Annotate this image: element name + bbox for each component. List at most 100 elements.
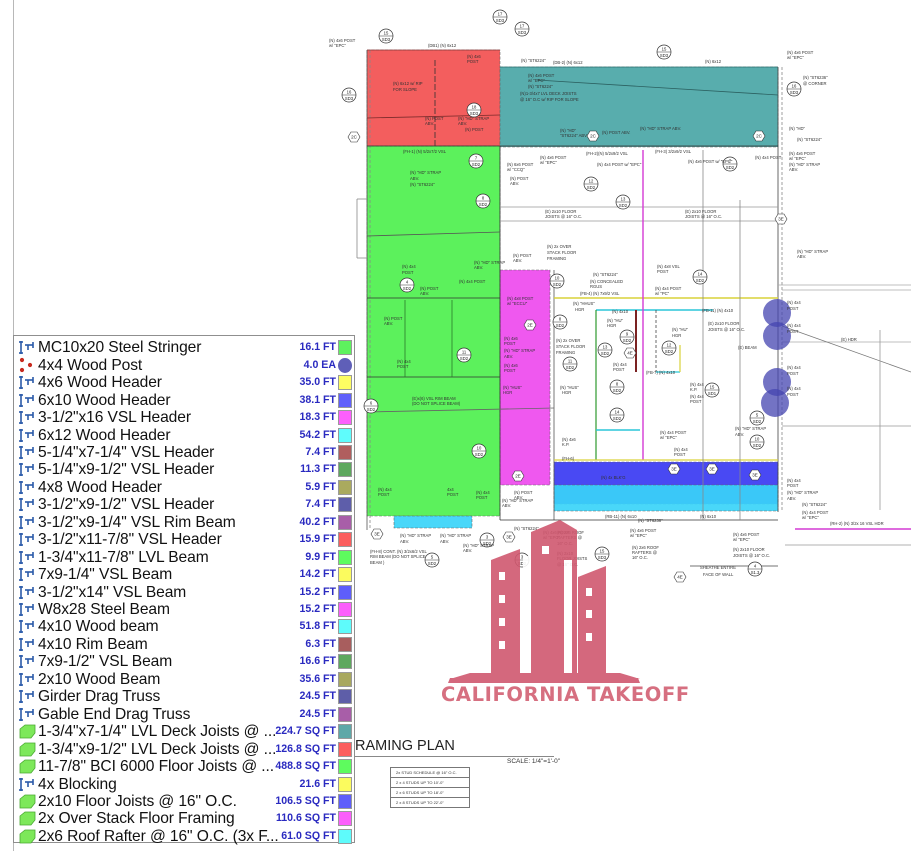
wood-post-count-marker[interactable] (763, 322, 791, 350)
legend-color-swatch[interactable] (338, 410, 352, 426)
plan-annotation-text: (N) 4x4 POST (802, 510, 829, 515)
legend-color-swatch[interactable] (338, 340, 352, 356)
legend-color-swatch[interactable] (338, 671, 352, 687)
over-stack-area[interactable] (499, 269, 551, 486)
svg-text:S1.3: S1.3 (751, 570, 760, 575)
legend-color-swatch[interactable] (338, 724, 352, 740)
legend-color-swatch[interactable] (338, 567, 352, 583)
wood-post-count-marker[interactable] (763, 299, 791, 327)
legend-color-swatch[interactable] (338, 444, 352, 460)
legend-color-swatch[interactable] (338, 811, 352, 827)
svg-text:8: 8 (616, 382, 619, 387)
legend-color-swatch[interactable] (338, 793, 352, 809)
wood-post-count-marker[interactable] (761, 389, 789, 417)
legend-color-swatch[interactable] (338, 357, 352, 373)
svg-text:SD2: SD2 (518, 561, 527, 566)
legend-color-swatch[interactable] (338, 689, 352, 705)
legend-item[interactable]: 11-7/8" BCI 6000 Floor Joists @ ...488.8… (14, 758, 354, 776)
legend-item[interactable]: 2x10 Floor Joists @ 16" O.C.106.5 SQ FT (14, 793, 354, 811)
svg-text:18: 18 (472, 105, 477, 110)
plan-annotation-text: (N) "HD" STRAP (474, 260, 505, 265)
legend-color-swatch[interactable] (338, 619, 352, 635)
roof-rafter-area-2[interactable] (393, 515, 473, 529)
legend-color-swatch[interactable] (338, 828, 352, 844)
legend-item[interactable]: 1-3/4"x9-1/2" LVL Deck Joists @ ...126.8… (14, 740, 354, 758)
legend-item[interactable]: 2x6 Roof Rafter @ 16" O.C. (3x F...61.0 … (14, 828, 354, 846)
plan-annotation-text: ABV. (440, 539, 449, 544)
legend-item[interactable]: 1-3/4"x7-1/4" LVL Deck Joists @ ...224.7… (14, 723, 354, 741)
svg-text:15: 15 (384, 31, 389, 36)
legend-color-swatch[interactable] (338, 636, 352, 652)
legend-color-swatch[interactable] (338, 392, 352, 408)
plan-annotation-text: (N) "HD" STRAP (400, 533, 431, 538)
legend-color-swatch[interactable] (338, 532, 352, 548)
plan-annotation-text: (N) "HD" STRAP (410, 170, 441, 175)
table-row: 2x STUD SCHEDULE @ 16" O.C. (390, 767, 470, 778)
legend-color-swatch[interactable] (338, 602, 352, 617)
wood-post-count-marker[interactable] (763, 368, 791, 396)
legend-color-swatch[interactable] (338, 497, 352, 513)
svg-text:SD3: SD3 (518, 30, 527, 35)
svg-text:SD2: SD2 (619, 203, 628, 208)
legend-color-swatch[interactable] (338, 549, 352, 565)
plan-annotation-text: HGR (562, 390, 571, 395)
legend-color-swatch[interactable] (338, 759, 352, 775)
legend-item-quantity: 35.0 FT (299, 376, 336, 389)
legend-color-swatch[interactable] (338, 741, 352, 757)
plan-annotation-text: HGR (672, 333, 681, 338)
deck-joists-726-area[interactable] (366, 49, 501, 147)
linear-measure-icon (18, 409, 38, 426)
legend-color-swatch[interactable] (338, 706, 352, 722)
plan-annotation-text: JOISTS @ 16" O.C. (708, 327, 745, 332)
svg-text:SD2: SD2 (483, 541, 492, 546)
roof-rafter-area[interactable] (553, 484, 779, 512)
legend-color-swatch[interactable] (338, 776, 352, 792)
legend-color-swatch[interactable] (338, 654, 352, 670)
linear-measure-icon (18, 392, 38, 409)
plan-annotation-text: 4x4 (447, 487, 454, 492)
legend-color-swatch[interactable] (338, 375, 352, 391)
legend-item-name: 2x6 Roof Rafter @ 16" O.C. (3x F... (38, 827, 279, 845)
plan-annotation-text: (FB-4) (N) 7x9/2 VSL (580, 291, 620, 296)
plan-annotation-text: (N) "HD" STRAP (463, 543, 494, 548)
legend-color-swatch[interactable] (338, 462, 352, 478)
plan-annotation-text: (N) "HD" STRAP (797, 249, 828, 254)
legend-color-swatch[interactable] (338, 584, 352, 600)
legend-item-quantity: 16.1 FT (299, 341, 336, 354)
plan-annotation-text: FRAMING (556, 350, 575, 355)
linear-measure-icon (18, 653, 38, 670)
legend-item-name: 4x8 Wood Header (38, 478, 162, 496)
legend-color-swatch[interactable] (338, 514, 352, 530)
legend-color-swatch[interactable] (338, 427, 352, 443)
legend-color-swatch[interactable] (338, 479, 352, 495)
